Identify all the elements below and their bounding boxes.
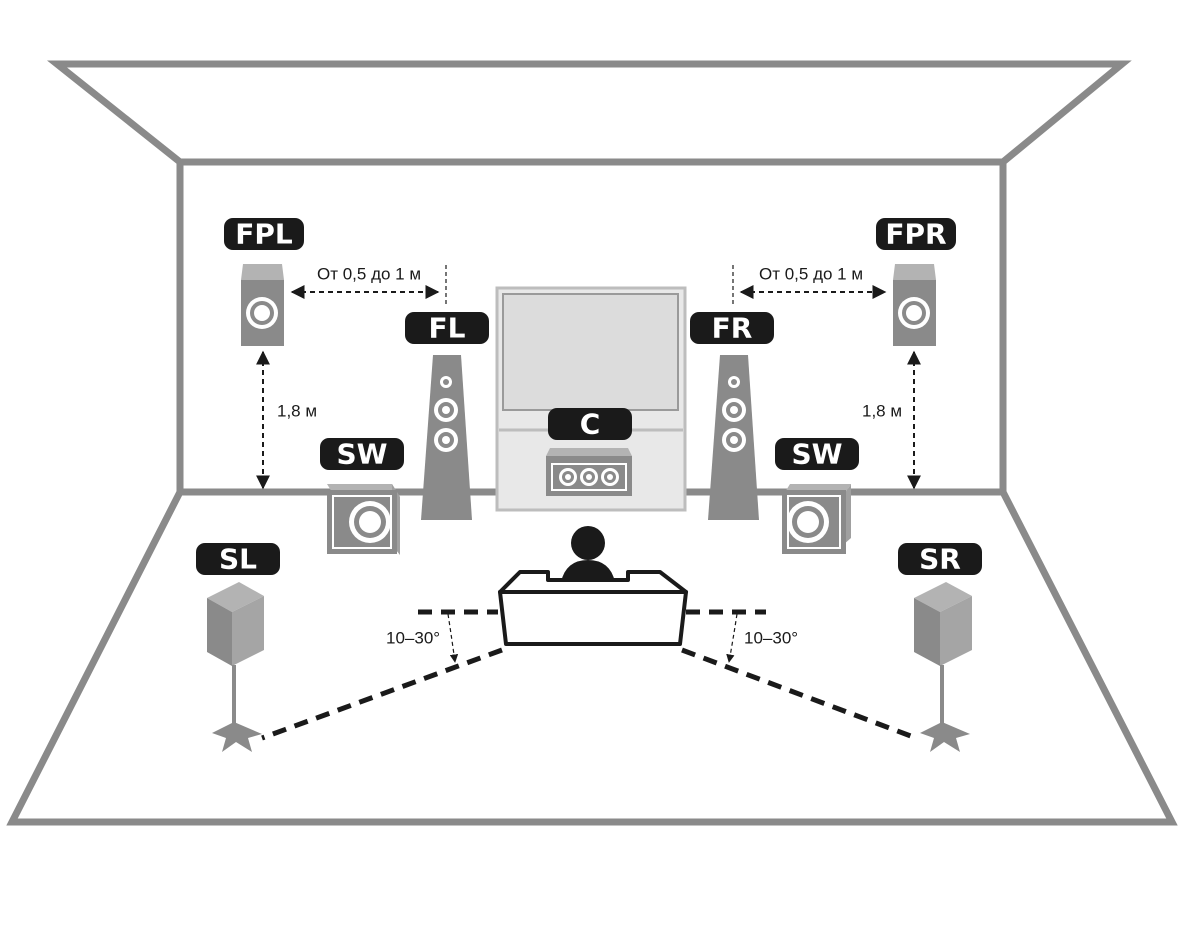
tag-fpl-label: FPL — [235, 218, 293, 251]
surround-angle-right-note: 10–30° — [744, 629, 798, 648]
sofa — [498, 570, 688, 646]
tag-sw-left-label: SW — [336, 438, 387, 471]
tag-c-label: C — [580, 408, 601, 441]
front-left-speaker — [421, 355, 472, 520]
tag-sw-left: SW — [320, 438, 404, 471]
listener-body — [561, 560, 615, 582]
tag-sr: SR — [898, 543, 982, 576]
surround-right-speaker — [914, 582, 972, 752]
tag-fl: FL — [405, 312, 489, 345]
tag-fpr-label: FPR — [885, 218, 946, 251]
tag-fpr: FPR — [876, 218, 956, 251]
front-presence-left-speaker — [241, 264, 284, 346]
tag-c: C — [548, 408, 632, 441]
center-speaker — [546, 448, 632, 496]
subwoofer-right — [782, 484, 851, 554]
subwoofer-left — [327, 484, 400, 555]
presence-height-left-note: 1,8 м — [277, 402, 317, 421]
tag-fr-label: FR — [712, 312, 753, 345]
tag-sw-right-label: SW — [791, 438, 842, 471]
listener-head — [571, 526, 605, 560]
front-right-speaker — [708, 355, 759, 520]
measurement-lines — [256, 265, 921, 741]
tv-display — [502, 293, 679, 411]
surround-left-speaker — [207, 582, 264, 752]
speaker-tags: FPL FPR FL FR C SW SW SL — [196, 218, 982, 576]
surround-angle-left-note: 10–30° — [386, 629, 440, 648]
tag-sl-label: SL — [219, 543, 257, 576]
tag-sr-label: SR — [919, 543, 961, 576]
tag-fl-label: FL — [429, 312, 466, 345]
tag-fr: FR — [690, 312, 774, 345]
listener — [561, 526, 615, 582]
room-ceiling — [46, 60, 1132, 166]
tag-fpl: FPL — [224, 218, 304, 251]
tag-sl: SL — [196, 543, 280, 576]
tag-sw-right: SW — [775, 438, 859, 471]
presence-offset-right-note: От 0,5 до 1 м — [759, 265, 863, 284]
front-presence-right-speaker — [893, 264, 936, 346]
presence-height-right-note: 1,8 м — [862, 402, 902, 421]
measurement-notes: От 0,5 до 1 м От 0,5 до 1 м 1,8 м 1,8 м … — [277, 265, 902, 648]
presence-offset-left-note: От 0,5 до 1 м — [317, 265, 421, 284]
